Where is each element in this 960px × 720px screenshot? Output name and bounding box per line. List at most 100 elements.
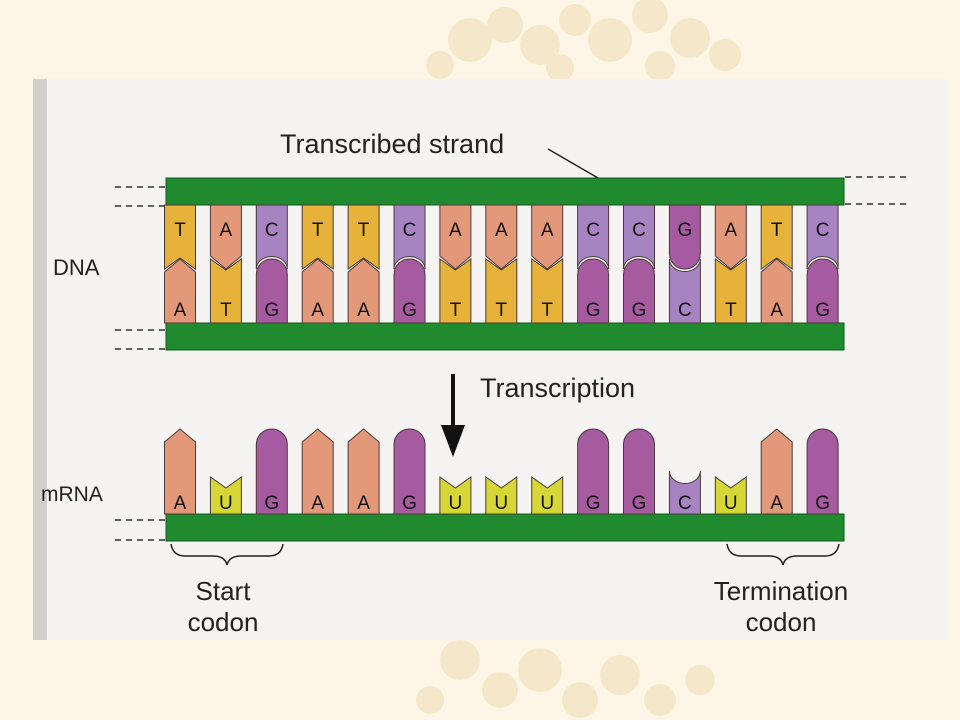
mrna-nucleotide: [760, 428, 793, 515]
dna-transcribed-base-letter: A: [220, 220, 233, 241]
dna-transcribed-base-letter: C: [265, 220, 279, 241]
start-codon-label-line2: codon: [187, 607, 259, 637]
mrna-nucleotide: [347, 428, 380, 515]
mrna-nucleotide-letter: G: [815, 493, 830, 514]
dna-transcribed-base-letter: T: [358, 220, 370, 241]
dna-transcribed-base-letter: A: [449, 220, 462, 241]
mrna-nucleotide-letter: U: [219, 493, 233, 514]
termination-codon-label-line1: Termination: [713, 576, 849, 606]
dna-transcribed-backbone: [165, 177, 845, 206]
dna-coding-base: [714, 258, 747, 324]
dna-transcribed-base: [668, 204, 701, 270]
mrna-nucleotide: [485, 476, 518, 515]
dna-coding-base: [164, 258, 196, 324]
dna-coding-base: [668, 258, 701, 324]
dna-transcribed-base: [209, 204, 242, 270]
figure-scan-edge: [33, 79, 47, 640]
dna-coding-base-letter: G: [586, 300, 601, 321]
dna-coding-base-letter: G: [264, 300, 279, 321]
dna-transcribed-base-letter: T: [771, 220, 783, 241]
mrna-nucleotide-letter: U: [494, 493, 508, 514]
dna-coding-base: [301, 258, 334, 324]
dna-transcribed-base: [347, 204, 380, 270]
mrna-nucleotide: [668, 470, 701, 515]
mrna-nucleotide-letter: U: [449, 493, 463, 514]
dna-transcribed-base: [806, 204, 839, 270]
mrna-nucleotide: [209, 476, 242, 515]
dna-coding-base-letter: T: [541, 300, 553, 321]
dna-coding-base-letter: T: [450, 300, 462, 321]
termination-codon-label-line2: codon: [745, 607, 817, 637]
mrna-nucleotide: [255, 428, 288, 515]
mrna-nucleotide-letter: U: [724, 493, 738, 514]
dna-transcribed-base-letter: T: [312, 220, 324, 241]
dna-coding-base-letter: G: [632, 300, 647, 321]
dna-coding-base: [623, 258, 655, 324]
termination-codon-bracket: [726, 543, 840, 566]
dna-coding-base: [577, 258, 610, 324]
dna-transcribed-base: [301, 204, 334, 270]
dna-transcribed-base: [714, 204, 747, 270]
mrna-nucleotide: [806, 428, 839, 515]
dna-coding-base-letter: A: [357, 300, 370, 321]
dna-coding-base-letter: T: [725, 300, 737, 321]
dna-transcribed-base: [164, 204, 196, 270]
dna-coding-base: [209, 258, 242, 324]
dna-coding-base-letter: A: [770, 300, 783, 321]
dna-label: DNA: [53, 255, 100, 280]
dna-coding-base: [439, 258, 472, 324]
dna-coding-base-letter: G: [402, 300, 417, 321]
dna-transcribed-base-letter: A: [495, 220, 508, 241]
transcription-arrow-head: [441, 425, 465, 457]
dna-coding-base: [806, 258, 839, 324]
mrna-nucleotide-letter: A: [770, 493, 783, 514]
mrna-nucleotide: [623, 428, 655, 515]
dna-transcribed-base-letter: C: [403, 220, 417, 241]
dna-coding-base: [485, 258, 518, 324]
dna-transcribed-base-letter: G: [678, 220, 693, 241]
mrna-nucleotide-letter: U: [540, 493, 554, 514]
dna-transcribed-base-letter: A: [724, 220, 737, 241]
dna-transcribed-base-letter: C: [816, 220, 830, 241]
dna-coding-base: [760, 258, 793, 324]
dna-coding-base-letter: T: [220, 300, 232, 321]
dna-transcribed-base: [485, 204, 518, 270]
dna-transcribed-base: [623, 204, 655, 270]
figure-background: [33, 79, 948, 640]
dna-coding-base-letter: C: [678, 300, 692, 321]
transcribed-strand-label: Transcribed strand: [280, 129, 505, 159]
dna-transcribed-base: [393, 204, 426, 270]
mrna-nucleotide-letter: G: [586, 493, 601, 514]
dna-transcribed-base: [760, 204, 793, 270]
mrna-nucleotide-letter: A: [357, 493, 370, 514]
dna-transcribed-base-letter: C: [586, 220, 600, 241]
mrna-nucleotide: [301, 428, 334, 515]
mrna-nucleotide: [531, 476, 564, 515]
mrna-nucleotide: [714, 476, 747, 515]
dna-coding-base: [347, 258, 380, 324]
start-codon-label-line1: Start: [195, 576, 251, 606]
dna-transcribed-base: [439, 204, 472, 270]
dna-coding-base: [531, 258, 564, 324]
mrna-nucleotide-letter: A: [174, 493, 187, 514]
start-codon-bracket: [170, 543, 284, 566]
dna-transcribed-base-letter: A: [541, 220, 554, 241]
dna-coding-base: [393, 258, 426, 324]
transcribed-strand-pointer: [547, 148, 599, 179]
mrna-backbone: [165, 513, 845, 542]
mrna-nucleotide-letter: G: [264, 493, 279, 514]
mrna-label: mRNA: [41, 483, 103, 506]
mrna-nucleotide-letter: G: [402, 493, 417, 514]
dna-transcribed-base-letter: T: [174, 220, 186, 241]
dna-coding-base-letter: A: [174, 300, 187, 321]
dna-coding-backbone: [165, 322, 845, 351]
mrna-nucleotide-letter: G: [632, 493, 647, 514]
dna-coding-base-letter: A: [311, 300, 324, 321]
dna-coding-base: [255, 258, 288, 324]
mrna-nucleotide: [577, 428, 610, 515]
